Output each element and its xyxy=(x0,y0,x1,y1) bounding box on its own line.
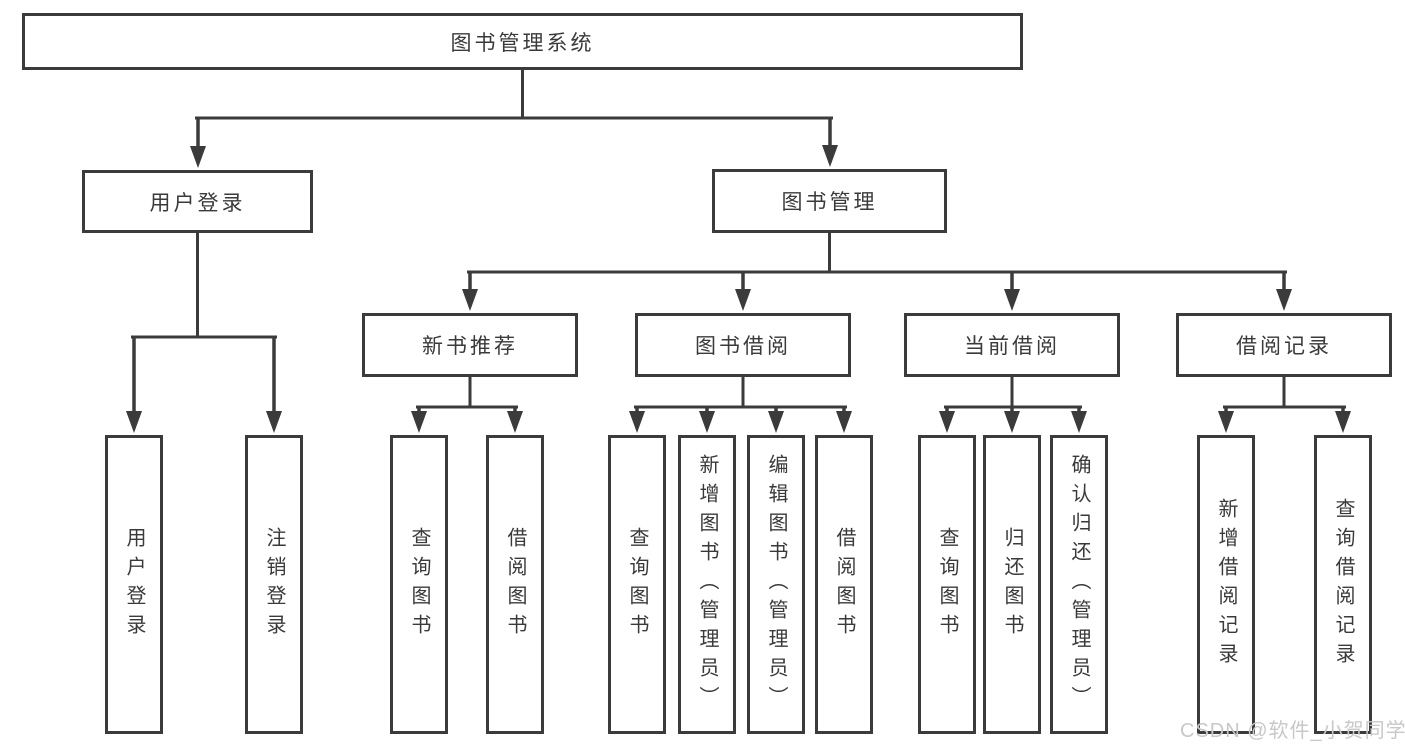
node-leaf-nbr-query-books: 查询图书 xyxy=(390,435,448,734)
node-leaf-br-query-record-label: 查询借阅记录 xyxy=(1332,497,1354,672)
node-book-borrow: 图书借阅 xyxy=(635,313,851,377)
node-current-borrow-label: 当前借阅 xyxy=(964,335,1060,358)
node-leaf-bb-edit-books-admin: 编辑图书（管理员） xyxy=(747,435,805,734)
node-leaf-br-query-record: 查询借阅记录 xyxy=(1314,435,1372,734)
node-leaf-nbr-query-books-label: 查询图书 xyxy=(408,526,430,643)
node-leaf-nbr-borrow-books: 借阅图书 xyxy=(486,435,544,734)
node-leaf-cb-return-books: 归还图书 xyxy=(983,435,1041,734)
node-leaf-cb-query-books: 查询图书 xyxy=(918,435,976,734)
node-leaf-logout: 注销登录 xyxy=(245,435,303,734)
node-root-label: 图书管理系统 xyxy=(450,31,595,55)
arrow-heads xyxy=(126,145,1351,433)
node-user-login: 用户登录 xyxy=(82,170,313,233)
node-leaf-logout-label: 注销登录 xyxy=(263,526,285,643)
connector-rail-lines xyxy=(131,116,1346,409)
watermark: CSDN @软件_小贺同学 xyxy=(1180,720,1405,742)
node-leaf-cb-confirm-return-admin: 确认归还（管理员） xyxy=(1050,435,1108,734)
node-current-borrow: 当前借阅 xyxy=(904,313,1120,377)
node-leaf-user-login-label: 用户登录 xyxy=(123,526,145,643)
node-leaf-user-login: 用户登录 xyxy=(105,435,163,734)
connector-trunk-lines xyxy=(196,68,1286,409)
node-book-borrow-label: 图书借阅 xyxy=(695,335,791,358)
node-leaf-nbr-borrow-books-label: 借阅图书 xyxy=(504,526,526,643)
node-new-book-recommend-label: 新书推荐 xyxy=(422,335,518,358)
node-leaf-bb-query-books: 查询图书 xyxy=(608,435,666,734)
node-book-management-label: 图书管理 xyxy=(781,191,878,214)
node-user-login-label: 用户登录 xyxy=(149,191,246,215)
node-leaf-bb-query-books-label: 查询图书 xyxy=(626,526,648,643)
node-borrow-record-label: 借阅记录 xyxy=(1236,335,1332,358)
node-book-management: 图书管理 xyxy=(712,169,947,233)
node-borrow-record: 借阅记录 xyxy=(1176,313,1392,377)
node-new-book-recommend: 新书推荐 xyxy=(362,313,578,377)
node-leaf-cb-confirm-return-admin-label: 确认归还（管理员） xyxy=(1068,454,1090,715)
node-leaf-bb-add-books-admin-label: 新增图书（管理员） xyxy=(696,454,718,715)
node-leaf-cb-query-books-label: 查询图书 xyxy=(936,526,958,643)
node-leaf-br-add-record: 新增借阅记录 xyxy=(1197,435,1255,734)
node-leaf-bb-add-books-admin: 新增图书（管理员） xyxy=(678,435,736,734)
node-root: 图书管理系统 xyxy=(22,13,1023,70)
node-leaf-bb-borrow-books-label: 借阅图书 xyxy=(833,526,855,643)
node-leaf-br-add-record-label: 新增借阅记录 xyxy=(1215,497,1237,672)
node-leaf-cb-return-books-label: 归还图书 xyxy=(1001,526,1023,643)
node-leaf-bb-borrow-books: 借阅图书 xyxy=(815,435,873,734)
node-leaf-bb-edit-books-admin-label: 编辑图书（管理员） xyxy=(765,454,787,715)
